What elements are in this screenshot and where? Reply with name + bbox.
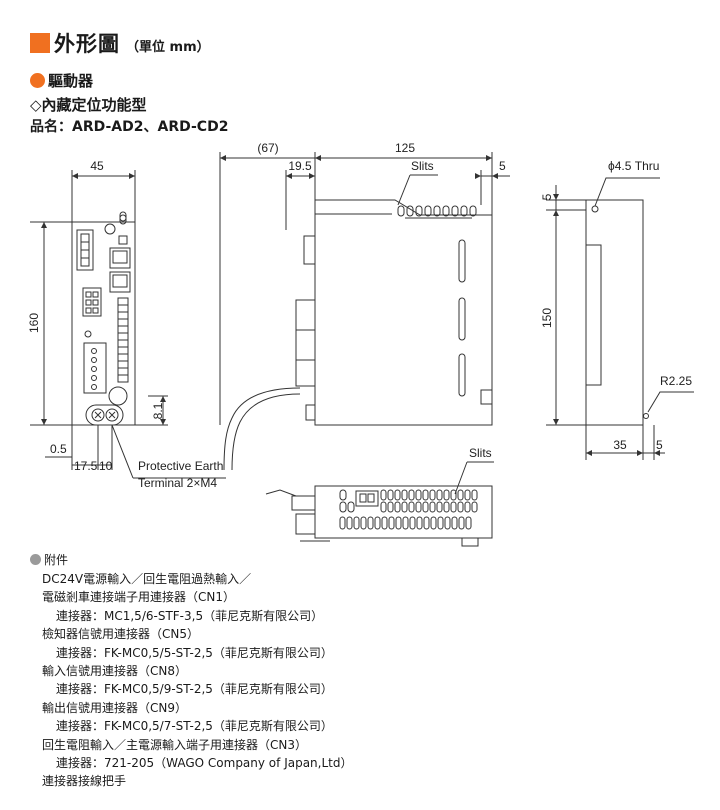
label-slits-bottom: Slits xyxy=(469,446,492,460)
list-item: 連接器：FK-MC0,5/5-ST-2,5（菲尼克斯有限公司） xyxy=(56,645,333,660)
list-item: 回生電阻輸入／主電源輸入端子用連接器（CN3） xyxy=(42,737,307,752)
unit-label: （單位 mm） xyxy=(126,39,210,55)
dim-pe-height: 8.1 xyxy=(151,402,165,419)
label-hole: ϕ4.5 Thru xyxy=(608,159,659,173)
title-text: 外形圖 xyxy=(54,32,120,56)
list-item: 輸出信號用連接器（CN9） xyxy=(42,700,187,715)
title-marker-icon xyxy=(30,33,50,53)
list-item: 連接器：FK-MC0,5/9-ST-2,5（菲尼克斯有限公司） xyxy=(56,682,333,697)
list-item: 輸入信號用連接器（CN8） xyxy=(42,664,187,679)
list-item: 檢知器信號用連接器（CN5） xyxy=(42,627,199,642)
list-item: 電磁剎車連接端子用連接器（CN1） xyxy=(42,590,235,605)
list-item: 連接器：MC1,5/6-STF-3,5（菲尼克斯有限公司） xyxy=(56,608,324,623)
list-item: 連接器：721-205（WAGO Company of Japan,Ltd） xyxy=(56,756,353,771)
product-name: 品名：ARD-AD2、ARD-CD2 xyxy=(30,119,229,135)
bullet-circle-icon xyxy=(30,73,45,88)
dim-rear-5-bottom: 5 xyxy=(656,438,663,452)
function-heading: ◇內藏定位功能型 xyxy=(30,96,147,114)
list-item: 連接器接線把手 xyxy=(42,774,127,789)
dim-front-width: 45 xyxy=(90,159,104,173)
accessories-title: 附件 xyxy=(44,553,69,567)
accessories-heading: 附件 xyxy=(30,551,68,568)
dim-offset-10: 10 xyxy=(99,459,113,473)
pe-label-line2: Terminal 2×M4 xyxy=(138,476,217,490)
dim-rear-5-top: 5 xyxy=(540,193,554,200)
section-heading: 驅動器 xyxy=(30,70,93,91)
dim-offset-left: 0.5 xyxy=(50,442,67,456)
dim-side-19-5: 19.5 xyxy=(288,159,312,173)
list-item: DC24V電源輸入／回生電阻過熱輸入／ xyxy=(42,572,252,586)
bullet-circle-icon xyxy=(30,554,41,565)
dim-rear-150: 150 xyxy=(540,308,554,328)
dim-rear-35: 35 xyxy=(613,438,627,452)
pe-label-line1: Protective Earth xyxy=(138,459,223,473)
dim-height: 160 xyxy=(27,313,41,333)
label-radius: R2.25 xyxy=(660,374,692,388)
page-title: 外形圖 （單位 mm） xyxy=(30,28,210,58)
top-view-body xyxy=(314,485,493,539)
list-item: 連接器：FK-MC0,5/7-ST-2,5（菲尼克斯有限公司） xyxy=(56,719,333,734)
dim-side-67: (67) xyxy=(257,141,278,155)
dim-side-125: 125 xyxy=(395,141,415,155)
dim-side-5: 5 xyxy=(499,159,506,173)
dim-offset-17-5: 17.5 xyxy=(74,459,98,473)
label-slits-top: Slits xyxy=(411,159,434,173)
rear-view-body xyxy=(585,199,644,426)
section-text: 驅動器 xyxy=(48,72,94,90)
accessories-list: DC24V電源輸入／回生電阻過熱輸入／ 電磁剎車連接端子用連接器（CN1） 連接… xyxy=(42,570,352,791)
